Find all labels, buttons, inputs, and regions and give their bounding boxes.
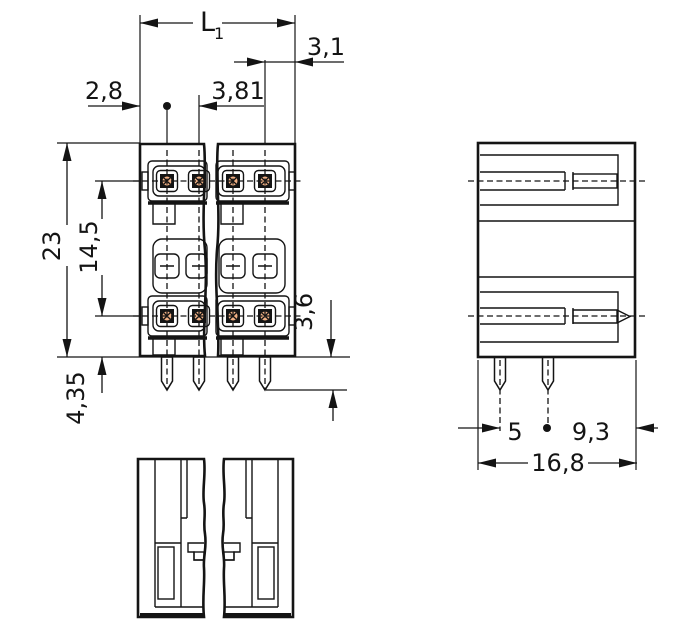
- dimension-L1: L 1: [139, 7, 296, 143]
- dimension-pitch-3-81: 3,81: [198, 77, 265, 143]
- center-lines-side: [468, 180, 648, 431]
- solder-pin: [541, 356, 555, 392]
- dim-label-4-35: 4,35: [62, 371, 90, 424]
- center-lines-front: [133, 150, 301, 389]
- housing-side: [476, 141, 637, 359]
- housing-front-right-half: [214, 142, 297, 358]
- dim-label-L1-sub: 1: [214, 24, 224, 43]
- dim-label-3-6: 3,6: [290, 293, 318, 331]
- pin-slot: [157, 546, 175, 600]
- dim-label-9-3: 9,3: [572, 418, 610, 446]
- dim-label-2-8: 2,8: [85, 77, 123, 105]
- dimension-row-to-bottom-4-35: 4,35: [62, 357, 107, 425]
- latch-notch: [223, 551, 235, 561]
- dimension-pin-spacing-5: 5: [458, 360, 637, 470]
- dim-label-L1: L: [200, 7, 215, 38]
- dimension-edge-left-2-8: 2,8: [85, 77, 171, 143]
- front-view: [133, 142, 301, 392]
- dim-label-3-1: 3,1: [307, 33, 345, 61]
- pin-slot: [257, 546, 275, 600]
- dimension-pin-length-3-6: 3,6: [266, 293, 347, 421]
- dim-dot: [163, 102, 171, 110]
- housing-bottom-left-half: [136, 457, 207, 619]
- bottom-inner-left: [154, 459, 205, 608]
- dimension-pin-to-edge-9-3: 9,3: [572, 418, 658, 446]
- dim-label-5: 5: [507, 418, 522, 446]
- housing-bottom-right-half: [221, 457, 295, 619]
- dim-label-3-81: 3,81: [211, 77, 264, 105]
- dimension-depth-16-8: 16,8: [478, 449, 637, 477]
- side-view: [468, 141, 648, 431]
- dimension-height-23: 23: [38, 142, 350, 358]
- dimension-row-spacing-14-5: 14,5: [75, 180, 140, 317]
- bottom-view: [136, 457, 295, 619]
- solder-pins-front: [160, 356, 272, 392]
- dim-dot: [543, 424, 551, 432]
- dim-label-14-5: 14,5: [75, 220, 103, 273]
- solder-pins-side: [493, 356, 555, 392]
- dimension-edge-right-3-1: 3,1: [234, 33, 345, 143]
- housing-front-left-half: [138, 142, 208, 358]
- solder-pin: [493, 356, 507, 392]
- latch-notch: [193, 551, 205, 561]
- dim-label-23: 23: [38, 231, 66, 262]
- bottom-inner-right: [223, 459, 279, 608]
- side-inner-structure: [478, 154, 635, 343]
- dim-label-16-8: 16,8: [531, 449, 584, 477]
